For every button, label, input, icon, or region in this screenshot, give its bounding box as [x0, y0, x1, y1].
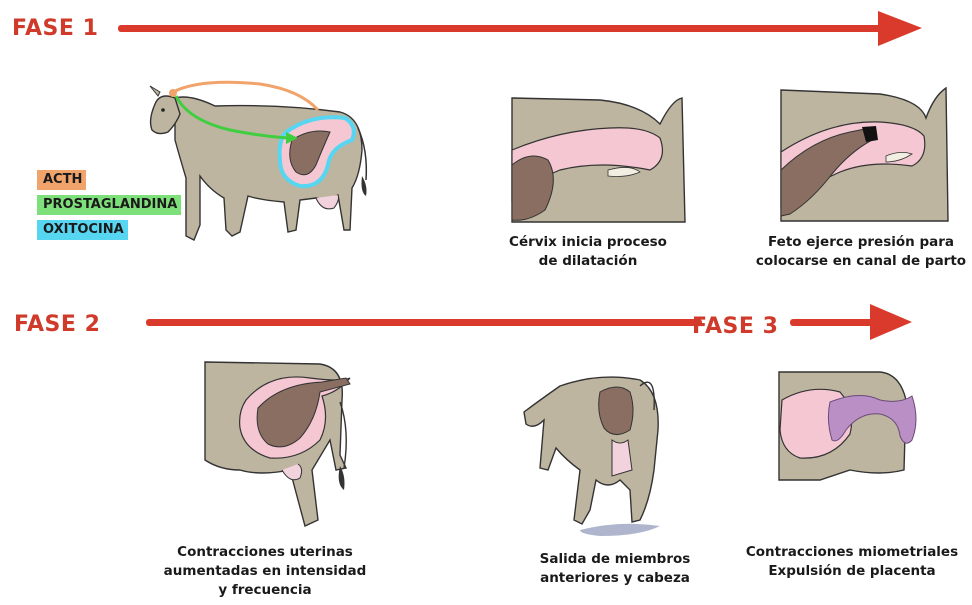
caption-miometriales: Contracciones miometriales Expulsión de … — [737, 543, 967, 581]
caption-miometriales-line-2: Expulsión de placenta — [737, 562, 967, 581]
caption-miometriales-line-1: Contracciones miometriales — [737, 543, 967, 562]
